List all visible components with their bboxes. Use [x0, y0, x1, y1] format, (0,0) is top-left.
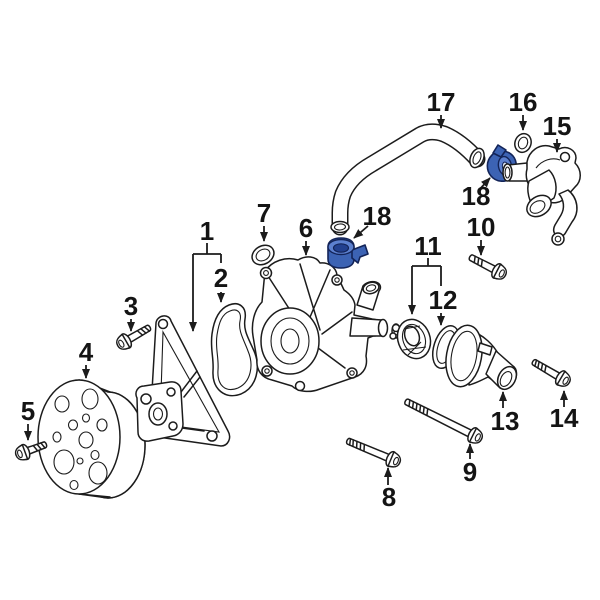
housing-bolt	[345, 437, 402, 468]
callout-9: 9	[462, 457, 478, 487]
callout-10: 10	[466, 212, 496, 242]
water-pump-pulley	[37, 379, 146, 499]
callout-8: 8	[381, 482, 397, 512]
water-outlet	[445, 324, 518, 391]
callout-2: 2	[213, 263, 229, 293]
water-pump-housing	[251, 256, 401, 393]
callout-leader-lines	[24, 115, 568, 485]
callout-3: 3	[123, 291, 139, 321]
housing-bolt-long	[404, 398, 484, 444]
callout-4: 4	[78, 337, 94, 367]
callout-14: 14	[549, 403, 579, 433]
callout-1: 1	[199, 216, 215, 246]
callout-16: 16	[508, 87, 538, 117]
callout-18-left: 18	[362, 201, 392, 231]
callout-5: 5	[20, 396, 36, 426]
water-bypass-hose	[330, 123, 486, 236]
callout-6: 6	[298, 213, 314, 243]
water-pump-o-ring	[251, 244, 275, 266]
thermostat	[389, 318, 432, 360]
hose-clamp-left-highlighted	[327, 237, 369, 269]
thermostat-housing	[502, 144, 581, 246]
pulley-bolt	[14, 441, 48, 461]
bracket-bolt	[115, 324, 152, 351]
callout-12: 12	[428, 285, 458, 315]
callout-13: 13	[490, 406, 520, 436]
thermostat-housing-bolt	[468, 254, 508, 280]
callout-7: 7	[256, 198, 272, 228]
callout-18-right: 18	[461, 181, 491, 211]
callout-15: 15	[542, 111, 572, 141]
water-pump-gasket	[210, 303, 258, 397]
inlet-o-ring	[514, 132, 532, 154]
callout-11: 11	[414, 231, 442, 261]
water-outlet-bolt	[531, 358, 572, 388]
water-pump-bracket	[135, 315, 231, 447]
callout-17: 17	[426, 87, 456, 117]
